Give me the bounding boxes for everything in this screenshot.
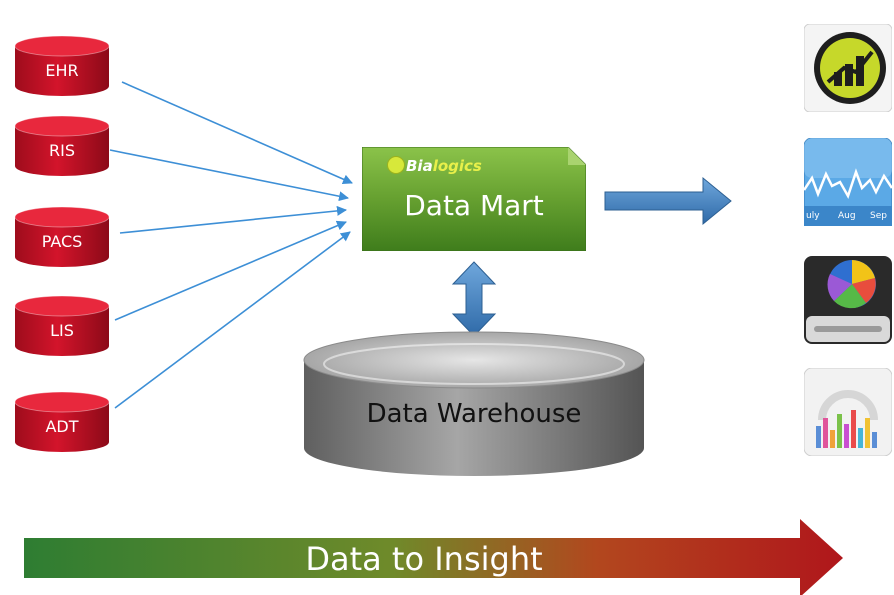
source-ehr-label: EHR (45, 61, 79, 80)
axis-label-jul: uly (806, 211, 820, 221)
output-arrow (604, 176, 732, 226)
source-adt-label: ADT (45, 417, 79, 436)
data-mart-title: Data Mart (404, 189, 544, 222)
line-chart-icon: uly Aug Sep (804, 138, 892, 226)
data-warehouse-label: Data Warehouse (366, 399, 582, 429)
sync-double-arrow (451, 261, 497, 337)
bialogics-brand: Bialogics (406, 157, 482, 175)
connector-ehr (121, 81, 353, 184)
bar-chart-gauge-icon (804, 368, 892, 456)
brand-suffix: logics (432, 157, 482, 175)
connector-adt (114, 231, 351, 409)
insight-banner-arrow (24, 519, 843, 595)
bialogics-logo-icon (387, 156, 405, 174)
connector-lis (114, 220, 347, 321)
connector-pacs (119, 205, 347, 234)
insight-banner-label: Data to Insight (305, 540, 543, 578)
data-mart-box: Bialogics Data Mart (362, 147, 586, 251)
connector-ris (109, 149, 349, 202)
source-ris: RIS (15, 116, 109, 176)
source-pacs: PACS (15, 207, 109, 267)
source-ehr: EHR (15, 36, 109, 96)
source-pacs-label: PACS (41, 232, 83, 251)
data-warehouse-cylinder (303, 331, 645, 476)
source-ris-label: RIS (49, 141, 75, 160)
source-lis-label: LIS (50, 321, 74, 340)
source-lis: LIS (15, 296, 109, 356)
source-adt: ADT (15, 392, 109, 452)
pie-chart-drive-icon (804, 256, 892, 344)
brand-prefix: Bia (406, 157, 433, 175)
bar-chart-badge-icon (804, 24, 892, 112)
axis-label-aug: Aug (838, 211, 856, 221)
axis-label-sep: Sep (870, 211, 887, 221)
